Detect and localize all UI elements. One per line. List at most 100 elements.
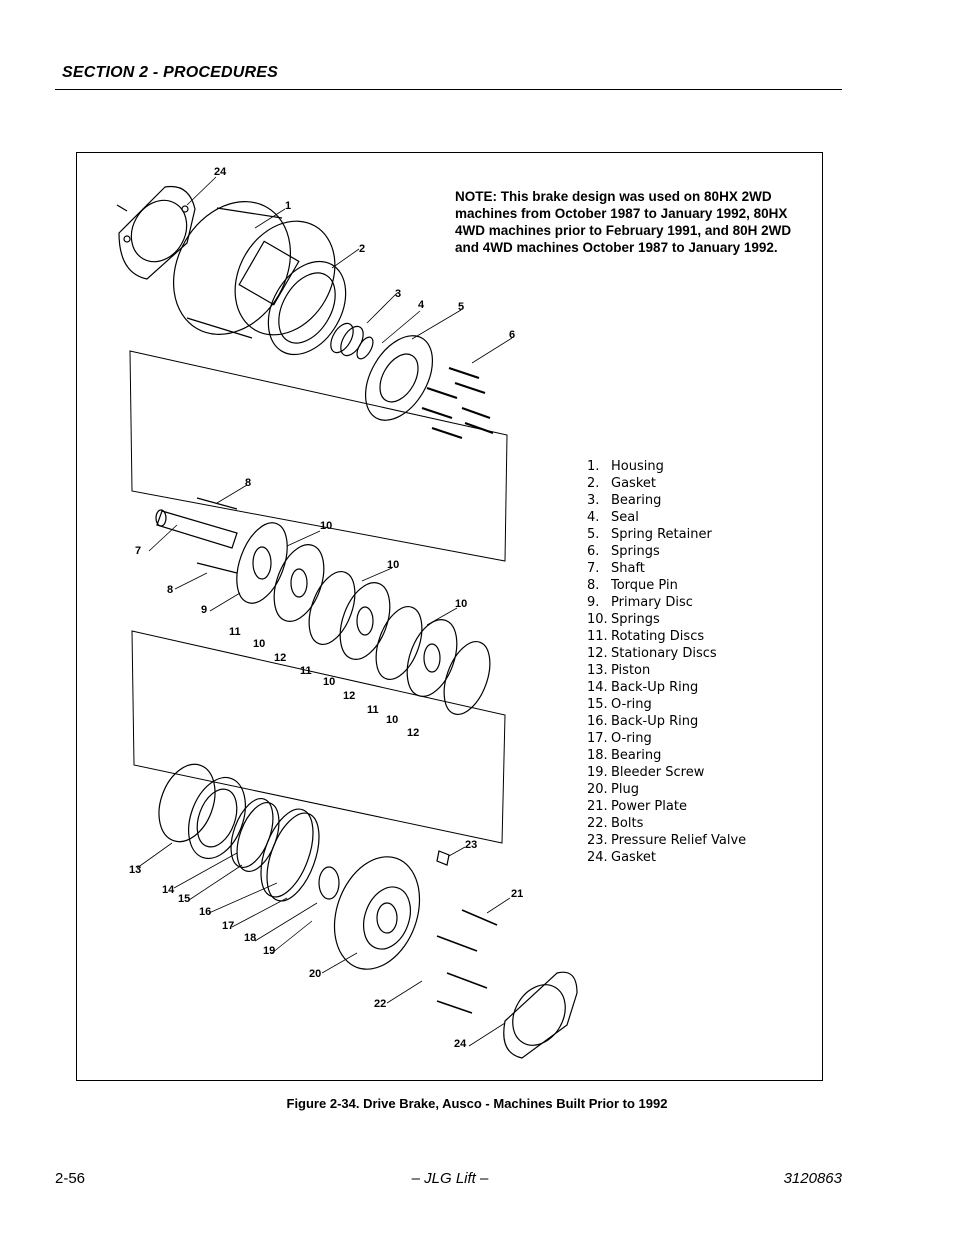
- part-number: 6.: [587, 544, 600, 559]
- part-number: 13.: [587, 663, 608, 678]
- page-number: 2-56: [55, 1170, 86, 1187]
- parts-list-item: 1. Housing: [587, 458, 746, 475]
- parts-list-item: 21.Power Plate: [587, 798, 746, 815]
- part-name: Pressure Relief Valve: [611, 833, 747, 848]
- parts-list-item: 17.O-ring: [587, 730, 746, 747]
- part-name: Back-Up Ring: [611, 680, 699, 695]
- disc-stack-illustration: [236, 522, 491, 715]
- callout-18: 18: [244, 932, 257, 944]
- valve-illustration: [436, 850, 450, 866]
- callout-11-c: 11: [367, 704, 379, 716]
- parts-list-item: 15.O-ring: [587, 696, 746, 713]
- callout-23: 23: [465, 839, 478, 851]
- part-number: 2.: [587, 476, 600, 491]
- parts-list-item: 6. Springs: [587, 543, 746, 560]
- part-name: Shaft: [611, 561, 645, 576]
- bolts-illustration: [436, 909, 498, 1014]
- parts-list-item: 7. Shaft: [587, 560, 746, 577]
- part-number: 7.: [587, 561, 600, 576]
- footer-brand: – JLG Lift –: [411, 1170, 489, 1187]
- callout-10-b: 10: [387, 559, 400, 571]
- callout-24-top: 24: [214, 166, 227, 178]
- callout-1: 1: [285, 200, 292, 212]
- callout-8-bottom: 8: [167, 584, 174, 596]
- part-number: 14.: [587, 680, 608, 695]
- parts-list-item: 11.Rotating Discs: [587, 628, 746, 645]
- parts-list-item: 13.Piston: [587, 662, 746, 679]
- part-number: 11.: [587, 629, 608, 644]
- callout-9: 9: [201, 604, 208, 616]
- section-header: SECTION 2 - PROCEDURES: [62, 64, 278, 81]
- callout-10-a: 10: [320, 520, 333, 532]
- figure-note: NOTE: This brake design was used on 80HX…: [455, 189, 792, 255]
- part-name: Torque Pin: [611, 578, 678, 593]
- gasket-2-illustration: [267, 260, 347, 356]
- callout-13: 13: [129, 864, 142, 876]
- part-name: Bearing: [611, 493, 662, 508]
- parts-list-item: 10.Springs: [587, 611, 746, 628]
- part-number: 17.: [587, 731, 608, 746]
- part-name: Gasket: [611, 850, 656, 865]
- parts-list-item: 9.Primary Disc: [587, 594, 746, 611]
- parts-list-item: 4.Seal: [587, 509, 746, 526]
- part-number: 15.: [587, 697, 608, 712]
- callout-7: 7: [135, 545, 142, 557]
- leader-lines: [136, 176, 513, 1047]
- parts-list-item: 12.Stationary Discs: [587, 645, 746, 662]
- part-number: 8.: [587, 578, 600, 593]
- callout-4: 4: [418, 299, 425, 311]
- callout-21: 21: [511, 888, 524, 900]
- callout-12-b: 12: [343, 690, 356, 702]
- callout-20: 20: [309, 968, 322, 980]
- part-number: 20.: [587, 782, 608, 797]
- document-number: 3120863: [783, 1170, 842, 1187]
- part-name: Housing: [611, 459, 664, 474]
- lower-plane-outline: [131, 630, 506, 844]
- callout-5: 5: [458, 301, 465, 313]
- parts-list-item: 14.Back-Up Ring: [587, 679, 746, 696]
- part-name: O-ring: [611, 731, 652, 746]
- housing-illustration: [172, 201, 336, 339]
- part-number: 4.: [587, 510, 600, 525]
- callout-16: 16: [199, 906, 212, 918]
- callout-11-a: 11: [229, 626, 241, 638]
- part-name: Power Plate: [611, 799, 687, 814]
- callout-10-d: 10: [253, 638, 266, 650]
- parts-list-item: 20.Plug: [587, 781, 746, 798]
- figure-caption: Figure 2-34. Drive Brake, Ausco - Machin…: [286, 1096, 668, 1111]
- part-name: Bleeder Screw: [611, 765, 705, 780]
- upper-plane-outline: [129, 350, 508, 562]
- part-name: Gasket: [611, 476, 656, 491]
- parts-list-item: 23.Pressure Relief Valve: [587, 832, 746, 849]
- part-name: Stationary Discs: [611, 646, 717, 661]
- header-rule: [55, 89, 842, 90]
- part-name: Springs: [611, 544, 660, 559]
- callout-3: 3: [395, 288, 402, 300]
- part-number: 19.: [587, 765, 608, 780]
- part-number: 16.: [587, 714, 608, 729]
- part-name: Spring Retainer: [611, 527, 712, 542]
- part-number: 18.: [587, 748, 608, 763]
- part-number: 9.: [587, 595, 600, 610]
- callout-10-e: 10: [323, 676, 336, 688]
- part-number: 12.: [587, 646, 608, 661]
- callout-12-a: 12: [274, 652, 287, 664]
- callout-10-f: 10: [386, 714, 399, 726]
- brake-exploded-diagram: [116, 176, 578, 1059]
- parts-list-item: 22.Bolts: [587, 815, 746, 832]
- part-number: 24.: [587, 850, 608, 865]
- part-number: 22.: [587, 816, 608, 831]
- callout-15: 15: [178, 893, 191, 905]
- callout-11-b: 11: [300, 665, 312, 677]
- bearing-18-illustration: [318, 866, 340, 900]
- callout-24-bottom: 24: [454, 1038, 467, 1050]
- callout-8-top: 8: [245, 477, 252, 489]
- callout-22: 22: [374, 998, 387, 1010]
- gasket-bottom-illustration: [503, 971, 578, 1059]
- callout-10-c: 10: [455, 598, 468, 610]
- bearing-3-illustration: [330, 322, 354, 354]
- part-name: Back-Up Ring: [611, 714, 699, 729]
- part-number: 1.: [587, 459, 600, 474]
- figure-frame: NOTE: This brake design was used on 80HX…: [76, 152, 823, 1081]
- parts-list-item: 16.Back-Up Ring: [587, 713, 746, 730]
